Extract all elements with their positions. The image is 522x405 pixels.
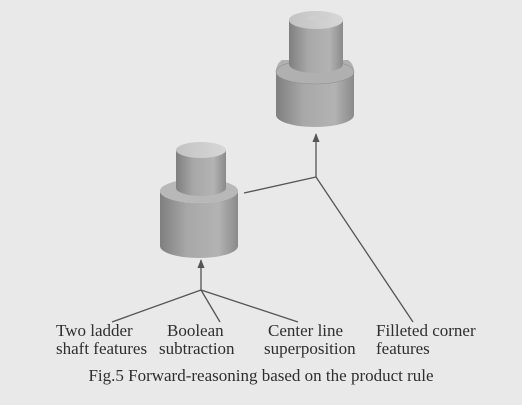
label-filleted-line-1: Filleted corner bbox=[376, 321, 476, 340]
label-boolean-line-1: Boolean bbox=[167, 321, 224, 340]
label-boolean-line-2: subtraction bbox=[159, 339, 235, 358]
connector-stepped-shaft bbox=[243, 176, 317, 194]
stepped-shaft-model bbox=[160, 142, 238, 258]
connector-boolean bbox=[200, 289, 221, 323]
label-center-line-line-1: Center line bbox=[268, 321, 344, 340]
label-filleted: Filleted corner features bbox=[376, 322, 476, 358]
figure-caption: Fig.5 Forward-reasoning based on the pro… bbox=[88, 366, 434, 385]
label-two-ladder-line-2: shaft features bbox=[56, 339, 148, 358]
label-boolean: Boolean subtraction bbox=[159, 322, 235, 358]
connector-filleted bbox=[315, 176, 414, 323]
connector-center-line bbox=[200, 289, 299, 323]
filleted-shaft-model bbox=[275, 11, 355, 127]
connector-two-ladder bbox=[111, 289, 202, 323]
label-center-line: Center line superposition bbox=[264, 322, 356, 358]
label-two-ladder-line-1: Two ladder bbox=[56, 321, 133, 340]
label-two-ladder: Two ladder shaft features bbox=[56, 322, 147, 358]
label-filleted-line-2: features bbox=[376, 339, 430, 358]
label-center-line-line-2: superposition bbox=[264, 339, 356, 358]
